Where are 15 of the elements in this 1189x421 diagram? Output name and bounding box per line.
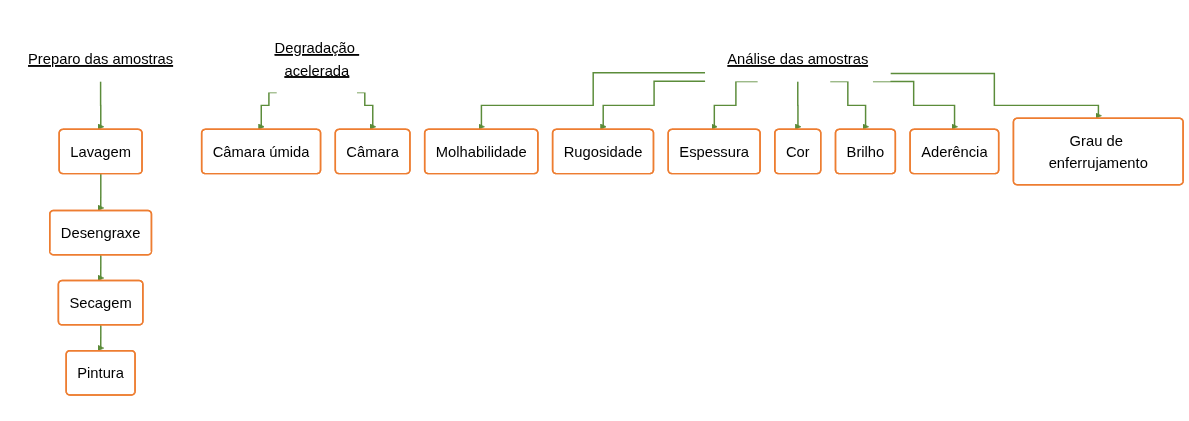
arrow [829,80,869,130]
arrow [97,324,105,352]
arrow [711,80,759,130]
arrow [600,80,706,130]
arrow [889,72,1102,119]
arrow [97,254,105,282]
arrow [97,173,105,212]
arrow [478,72,706,130]
arrow [872,80,958,130]
arrow [794,80,802,130]
arrow [356,91,377,130]
arrow [258,91,278,130]
arrow [97,80,105,130]
node-text: Degradação acelerada [274,40,355,79]
node-text: Preparo das amostras [28,51,174,68]
